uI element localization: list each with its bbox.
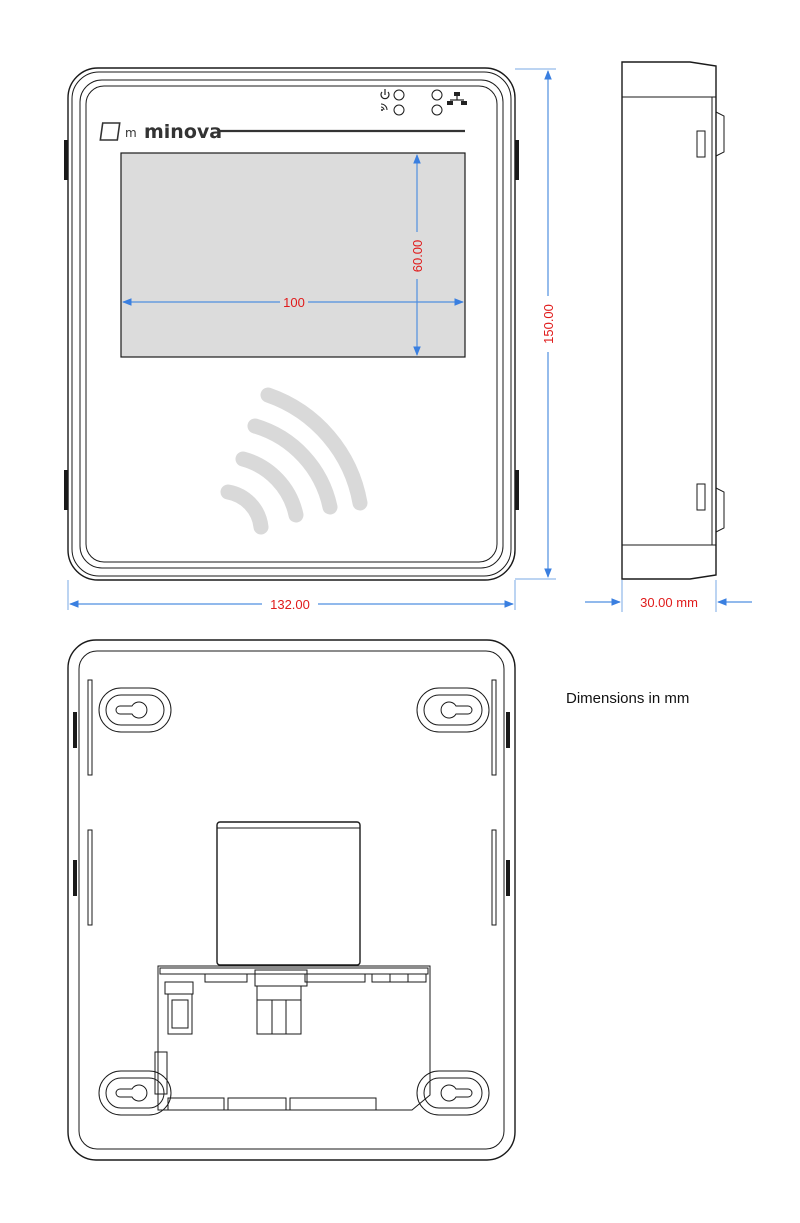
mount-hole-top-right	[416, 687, 490, 733]
power-led	[393, 89, 405, 101]
minova-logo-icon: m	[99, 122, 137, 141]
screen-width-label: 100	[283, 295, 305, 310]
device-height-dimension: 150.00	[515, 68, 556, 580]
screen-height-label: 60.00	[410, 240, 425, 273]
power-icon	[380, 89, 390, 100]
mount-hole-bottom-left	[98, 1070, 172, 1116]
side-view	[621, 61, 725, 580]
dimensions-note: Dimensions in mm	[566, 690, 689, 707]
nfc-icon	[220, 387, 368, 535]
mount-hole-bottom-right	[416, 1070, 490, 1116]
network-icon	[447, 92, 467, 105]
device-depth-label: 30.00 mm	[640, 595, 698, 610]
network-led-top	[431, 89, 443, 101]
module-box	[216, 821, 361, 966]
wifi-led	[393, 104, 405, 116]
device-depth-dimension: 30.00 mm	[585, 580, 752, 612]
device-height-label: 150.00	[541, 304, 556, 344]
front-view: m minova	[64, 67, 519, 581]
network-led-bottom	[431, 104, 443, 116]
back-view	[67, 639, 516, 1161]
brand-name: minova	[144, 121, 222, 143]
wifi-icon	[380, 103, 388, 111]
mount-hole-top-left	[98, 687, 172, 733]
svg-text:m: m	[125, 126, 137, 140]
device-width-label: 132.00	[270, 597, 310, 612]
device-width-dimension: 132.00	[67, 580, 516, 612]
display-screen	[120, 152, 466, 358]
circuit-board	[154, 965, 431, 1111]
